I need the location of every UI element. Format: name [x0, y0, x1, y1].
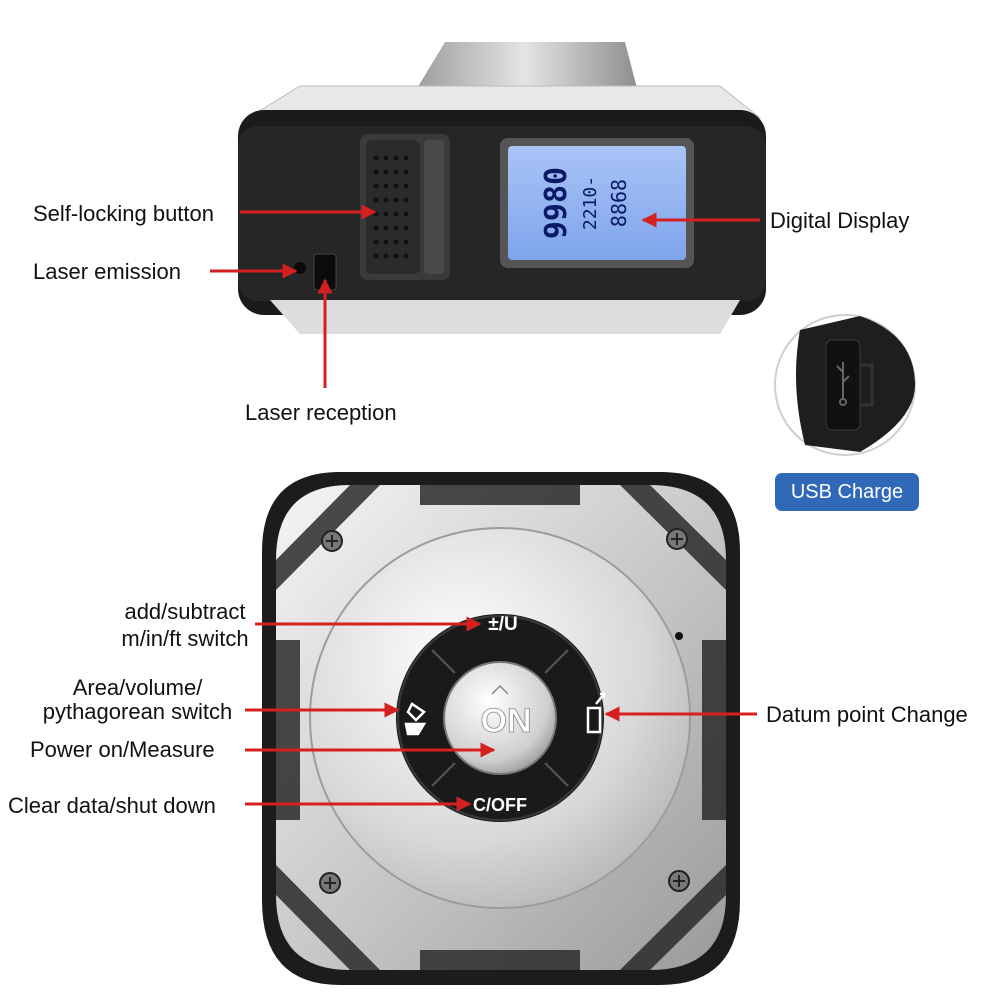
label-clear-shutdown: Clear data/shut down — [8, 793, 216, 818]
label-add-subtract: add/subtract — [124, 599, 246, 624]
screws — [319, 528, 690, 894]
label-area-volume: Area/volume/ — [72, 675, 203, 700]
c-off-label: C/OFF — [473, 795, 527, 815]
usb-charge-badge: USB Charge — [775, 473, 919, 511]
usb-detail — [774, 314, 916, 456]
lcd-line-2: 2210- — [580, 176, 601, 230]
on-button-cap — [444, 662, 556, 774]
plus-minus-u-label: ±/U — [488, 614, 517, 635]
label-unit-switch: m/in/ft switch — [121, 626, 249, 651]
label-laser-reception: Laser reception — [245, 400, 397, 425]
label-laser-emission: Laser emission — [33, 259, 181, 284]
triangle-icon — [491, 684, 509, 695]
label-self-locking-button: Self-locking button — [33, 201, 214, 226]
label-power-measure: Power on/Measure — [30, 737, 215, 762]
area-icon — [404, 702, 427, 736]
leader-arrows — [210, 204, 760, 812]
usb-icon — [836, 362, 850, 406]
lcd-readout: 9980 2210- 8868 — [539, 167, 631, 239]
label-pythagorean-switch: pythagorean switch — [42, 699, 233, 724]
label-datum-point: Datum point Change — [766, 702, 968, 727]
datum-icon — [586, 692, 606, 734]
on-label: ON — [481, 702, 532, 740]
label-digital-display: Digital Display — [770, 208, 910, 233]
lcd-line-3: 8868 — [607, 179, 631, 227]
device-side-view — [238, 42, 766, 334]
lcd-line-1: 9980 — [539, 167, 574, 239]
